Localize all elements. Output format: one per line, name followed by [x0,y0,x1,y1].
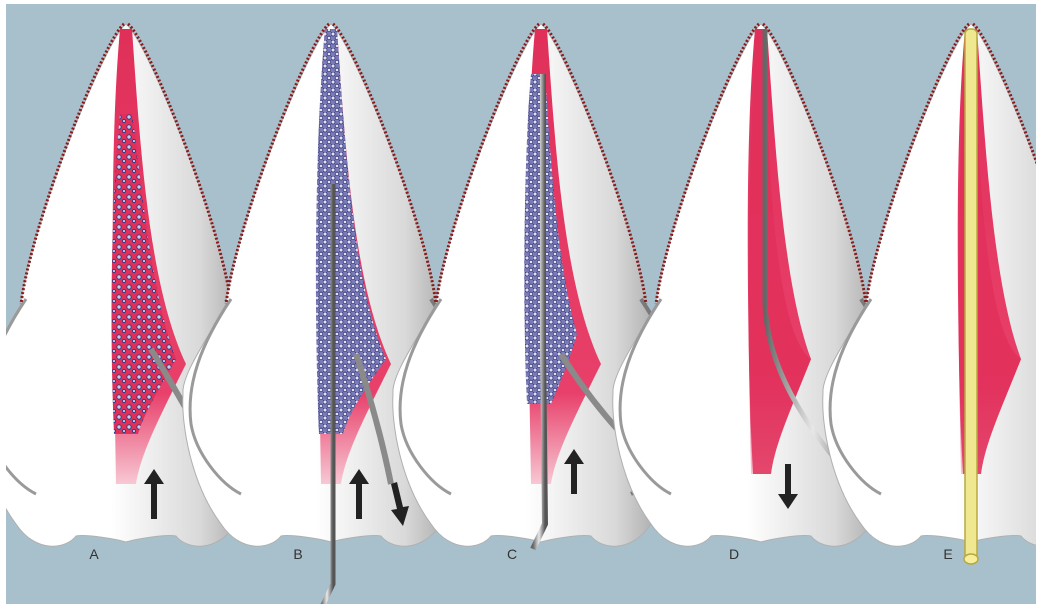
panel-label-d: D [724,546,744,562]
panel-label-e: E [938,546,958,562]
diagram-canvas [6,4,1036,604]
cone-end [964,554,978,564]
panel-label-a: A [84,546,104,562]
panel-label-b: B [288,546,308,562]
panel-label-c: C [502,546,522,562]
gutta-percha-cone [965,29,977,559]
